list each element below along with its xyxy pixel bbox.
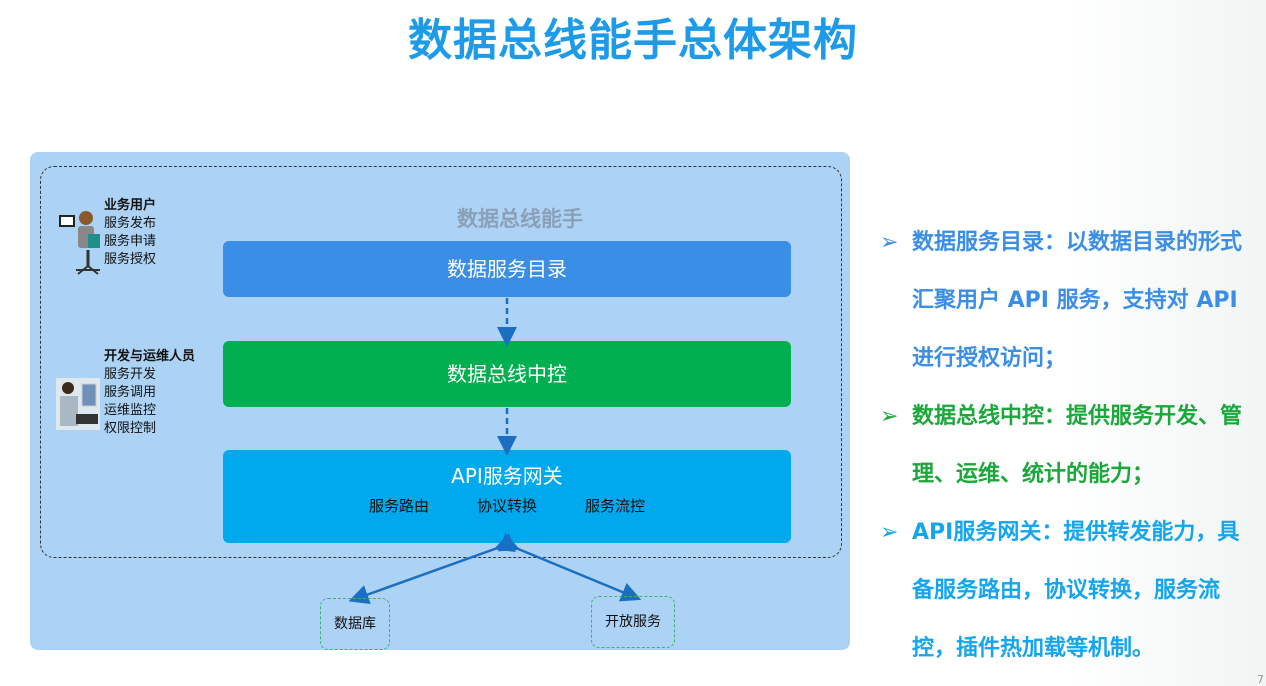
description-list: ➢ 数据服务目录：以数据目录的形式汇聚用户 API 服务，支持对 API 进行授权… — [880, 214, 1255, 678]
bullet-catalog: ➢ 数据服务目录：以数据目录的形式汇聚用户 API 服务，支持对 API 进行授权… — [880, 214, 1255, 388]
arrow-gateway-open-service — [497, 532, 642, 602]
role-item: 权限控制 — [104, 421, 157, 436]
role-item: 服务授权 — [104, 252, 157, 267]
bullet-control: ➢ 数据总线中控：提供服务开发、管理、运维、统计的能力； — [880, 388, 1255, 504]
arrow-bullet-icon: ➢ — [880, 520, 899, 545]
developer-icon — [56, 378, 100, 430]
role-item: 服务开发 — [104, 367, 157, 382]
data-service-catalog-box: 数据服务目录 — [223, 241, 791, 297]
role-item: 服务申请 — [104, 234, 157, 249]
role-item: 服务调用 — [104, 385, 157, 400]
role-devops: 开发与运维人员 服务开发 服务调用 运维监控 权限控制 — [104, 348, 195, 438]
background-decoration — [1066, 0, 1266, 686]
bullet-text: 数据服务目录：以数据目录的形式汇聚用户 API 服务，支持对 API 进行授权访… — [912, 230, 1243, 371]
arrow-gateway-database — [348, 533, 516, 605]
gateway-title: API服务网关 — [451, 464, 563, 488]
gateway-feature: 协议转换 — [476, 497, 537, 515]
role-item: 服务发布 — [104, 216, 157, 231]
role-business-user: 业务用户 服务发布 服务申请 服务授权 — [104, 197, 156, 269]
bullet-text: 数据总线中控：提供服务开发、管理、运维、统计的能力； — [912, 404, 1243, 487]
database-node: 数据库 — [320, 598, 390, 650]
bullet-gateway: ➢ API服务网关：提供转发能力，具备服务路由，协议转换，服务流控，插件热加载等机… — [880, 504, 1255, 678]
arrow-bullet-icon: ➢ — [880, 230, 899, 255]
api-gateway-box: API服务网关 服务路由 协议转换 服务流控 — [223, 450, 791, 543]
role-title: 开发与运维人员 — [104, 349, 196, 364]
gateway-feature: 服务路由 — [368, 497, 429, 515]
page-number: 7 — [1257, 673, 1264, 686]
bus-label: 数据总线能手 — [457, 207, 583, 231]
gateway-feature: 服务流控 — [585, 497, 646, 515]
role-title: 业务用户 — [104, 198, 157, 213]
page-title: 数据总线能手总体架构 — [408, 15, 858, 66]
bullet-text: API服务网关：提供转发能力，具备服务路由，协议转换，服务流控，插件热加载等机制… — [912, 520, 1240, 661]
role-item: 运维监控 — [104, 403, 157, 418]
business-user-icon — [59, 211, 100, 275]
open-service-node: 开放服务 — [591, 596, 675, 648]
data-bus-control-box: 数据总线中控 — [223, 341, 791, 407]
arrow-bullet-icon: ➢ — [880, 404, 899, 429]
